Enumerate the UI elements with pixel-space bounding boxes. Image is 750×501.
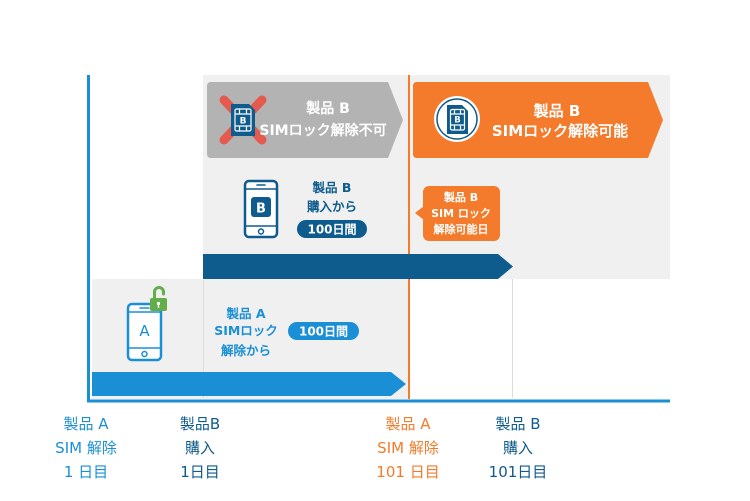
sim-chip-outline bbox=[234, 108, 252, 132]
callout-line-1: 製品 B bbox=[443, 190, 478, 204]
callout-line-3: 解除可能日 bbox=[434, 222, 489, 236]
product-b-purchase-block: B 製品 B 購入から 100日間 bbox=[243, 179, 367, 239]
locked-banner-status: SIMロック解除不可 bbox=[259, 122, 386, 139]
sim-card-body bbox=[447, 105, 468, 134]
duration-pill bbox=[288, 322, 359, 340]
timeline-label-product-a-unlock-day-1: 製品 A SIM 解除 1 日目 bbox=[55, 415, 117, 481]
timeline-label-line-1: 製品 A bbox=[385, 415, 431, 433]
sim-card-badge-icon: B bbox=[434, 96, 480, 142]
phone-letter: B bbox=[256, 202, 266, 217]
product-a-period-arrow bbox=[92, 372, 406, 396]
phone-letter: A bbox=[139, 322, 150, 340]
unlock-day-callout: 製品 B SIM ロック 解除可能日 bbox=[415, 186, 500, 241]
sim-card-letter: B bbox=[454, 116, 460, 126]
product-a-period-event: SIMロック bbox=[214, 323, 278, 338]
phone-letter-tile bbox=[251, 197, 271, 217]
smartphone-icon: A bbox=[126, 302, 163, 362]
unlockable-banner-status: SIMロック解除可能 bbox=[492, 122, 628, 140]
timeline-label-line-2: SIM 解除 bbox=[377, 439, 439, 457]
unlocked-padlock-icon bbox=[150, 286, 167, 311]
smartphone-icon: B bbox=[243, 179, 279, 239]
timeline-label-line-1: 製品 A bbox=[63, 415, 109, 433]
duration-pill bbox=[297, 220, 367, 238]
unlockable-banner-product: 製品 B bbox=[533, 102, 581, 120]
locked-banner-product: 製品 B bbox=[305, 100, 350, 117]
duration-pill-label: 100日間 bbox=[299, 325, 348, 339]
padlock-keyhole-slot bbox=[157, 304, 160, 308]
product-b-period-product: 製品 B bbox=[312, 180, 352, 195]
padlock-keyhole bbox=[156, 301, 161, 306]
timeline-label-line-3: 1 日目 bbox=[64, 463, 108, 481]
product-b-period-start: 購入から bbox=[306, 199, 357, 214]
sim-badge-ring bbox=[436, 98, 478, 140]
callout-pointer bbox=[415, 206, 424, 220]
sim-card-letter: B bbox=[240, 117, 247, 127]
phone-body bbox=[126, 302, 163, 362]
phone-screen-lines bbox=[244, 188, 278, 227]
timeline-label-line-2: SIM 解除 bbox=[55, 439, 117, 457]
product-a-period-start: 解除から bbox=[221, 343, 271, 358]
callout-line-2: SIM ロック bbox=[431, 207, 491, 220]
phone-screen-lines bbox=[127, 311, 162, 349]
timeline-label-line-3: 1日目 bbox=[180, 463, 220, 481]
product-a-unlock-block: A 製品 A SIMロック 解除から 100日間 bbox=[126, 286, 359, 362]
timeline-label-line-3: 101 日目 bbox=[376, 463, 439, 481]
callout-box bbox=[423, 186, 500, 241]
sim-card-body bbox=[231, 104, 255, 136]
sim-card-crossed-icon: B bbox=[219, 95, 267, 145]
sim-chip-outline bbox=[449, 108, 466, 131]
duration-pill-label: 100日間 bbox=[307, 223, 356, 237]
timeline-label-product-b-purchase-day-101: 製品 B 購入 101日目 bbox=[489, 415, 548, 481]
locked-banner: B 製品 B SIMロック解除不可 bbox=[207, 82, 403, 158]
timeline-label-line-3: 101日目 bbox=[489, 463, 548, 481]
timeline-label-product-b-purchase-day-1: 製品B 購入 1日目 bbox=[180, 415, 220, 481]
product-b-period-arrow bbox=[203, 254, 513, 279]
timeline-label-product-a-unlock-day-101: 製品 A SIM 解除 101 日目 bbox=[376, 415, 439, 481]
phone-home-button bbox=[141, 350, 148, 358]
unlockable-banner: B 製品 B SIMロック解除可能 bbox=[413, 82, 663, 158]
product-a-period-product: 製品 A bbox=[225, 306, 265, 321]
sim-chip-lines bbox=[235, 109, 251, 131]
timeline-label-line-2: 購入 bbox=[503, 439, 533, 457]
phone-home-button bbox=[257, 228, 265, 235]
timeline-label-line-1: 製品 B bbox=[495, 415, 540, 433]
unlockable-banner-arrow bbox=[413, 82, 663, 158]
timeline-label-line-2: 購入 bbox=[185, 439, 215, 457]
timeline-label-line-1: 製品B bbox=[180, 415, 220, 433]
padlock-shackle bbox=[153, 286, 165, 300]
sim-chip-lines bbox=[450, 109, 465, 130]
